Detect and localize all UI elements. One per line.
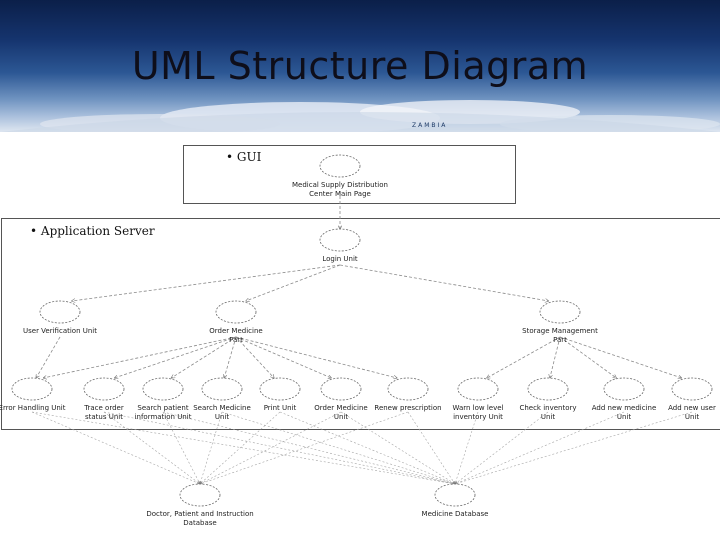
node-error: Error Handling Unit xyxy=(0,378,66,412)
db-edge-search_med-doctor_db xyxy=(200,412,222,484)
node-label: Unit xyxy=(541,413,556,421)
db-edge-print-med_db xyxy=(280,412,455,484)
db-edge-order_med_unit-med_db xyxy=(341,412,455,484)
node-label: Storage Management xyxy=(522,327,598,335)
node-label: Warn low level xyxy=(452,404,503,412)
node-label: Trace order xyxy=(83,404,124,412)
edge-order_med_part-trace_order xyxy=(114,337,236,378)
node-label: Add new medicine xyxy=(592,404,657,412)
db-edge-print-doctor_db xyxy=(200,412,280,484)
node-label: Order Medicine xyxy=(209,327,262,335)
db-edge-trace_order-doctor_db xyxy=(104,412,200,484)
usecase-ellipse xyxy=(458,378,498,400)
usecase-ellipse xyxy=(320,155,360,177)
node-label: Center Main Page xyxy=(309,190,371,198)
node-label: Renew prescription xyxy=(374,404,441,412)
node-label: Database xyxy=(183,519,216,527)
node-label: Medicine Database xyxy=(422,510,489,518)
node-label: Login Unit xyxy=(322,255,358,263)
db-edge-error-med_db xyxy=(32,412,455,484)
node-label: Error Handling Unit xyxy=(0,404,66,412)
edge-storage_mgmt-add_med xyxy=(560,337,616,378)
edge-storage_mgmt-add_user xyxy=(560,337,682,378)
node-label: Part xyxy=(229,336,243,344)
edge-order_med_part-error xyxy=(43,337,236,378)
db-edge-trace_order-med_db xyxy=(104,412,455,484)
node-label: status Unit xyxy=(85,413,123,421)
edge-login-storage_mgmt xyxy=(340,265,549,301)
usecase-ellipse xyxy=(12,378,52,400)
node-label: Doctor, Patient and Instruction xyxy=(146,510,253,518)
node-label: Print Unit xyxy=(264,404,297,412)
db-edge-add_med-med_db xyxy=(455,412,624,484)
db-edge-renew-doctor_db xyxy=(200,412,408,484)
db-edge-search_patient-doctor_db xyxy=(163,412,200,484)
usecase-ellipse xyxy=(388,378,428,400)
usecase-ellipse xyxy=(320,229,360,251)
node-login: Login Unit xyxy=(320,229,360,263)
edge-storage_mgmt-warn_low xyxy=(487,337,560,378)
usecase-ellipse xyxy=(672,378,712,400)
usecase-ellipse xyxy=(216,301,256,323)
db-edge-order_med_unit-doctor_db xyxy=(200,412,341,484)
usecase-ellipse xyxy=(540,301,580,323)
usecase-ellipse xyxy=(528,378,568,400)
node-user_verif: User Verification Unit xyxy=(23,301,97,335)
edge-user_verif-error xyxy=(36,337,60,378)
node-label: Add new user xyxy=(668,404,716,412)
db-edge-search_med-med_db xyxy=(222,412,455,484)
node-renew: Renew prescription xyxy=(374,378,441,412)
node-label: Check inventory xyxy=(519,404,576,412)
node-print: Print Unit xyxy=(260,378,300,412)
usecase-ellipse xyxy=(40,301,80,323)
node-label: Search patient xyxy=(137,404,188,412)
db-edge-error-doctor_db xyxy=(32,412,200,484)
node-label: inventory Unit xyxy=(453,413,503,421)
usecase-ellipse xyxy=(143,378,183,400)
usecase-ellipse xyxy=(604,378,644,400)
node-label: User Verification Unit xyxy=(23,327,97,335)
node-label: Unit xyxy=(685,413,700,421)
node-med_db: Medicine Database xyxy=(422,484,489,518)
node-trace_order: Trace orderstatus Unit xyxy=(83,378,124,421)
usecase-ellipse xyxy=(202,378,242,400)
node-label: Unit xyxy=(215,413,230,421)
usecase-ellipse xyxy=(435,484,475,506)
node-label: Part xyxy=(553,336,567,344)
db-edge-check_inv-med_db xyxy=(455,412,548,484)
usecase-ellipse xyxy=(84,378,124,400)
node-label: Unit xyxy=(617,413,632,421)
usecase-ellipse xyxy=(260,378,300,400)
edge-order_med_part-order_med_unit xyxy=(236,337,331,378)
db-edge-add_user-med_db xyxy=(455,412,692,484)
db-edge-search_patient-med_db xyxy=(163,412,455,484)
db-edge-warn_low-med_db xyxy=(455,412,478,484)
edge-login-user_verif xyxy=(72,265,340,301)
usecase-ellipse xyxy=(321,378,361,400)
node-label: Unit xyxy=(334,413,349,421)
edge-login-order_med_part xyxy=(246,265,340,301)
node-label: Order Medicine xyxy=(314,404,367,412)
node-label: Search Medicine xyxy=(193,404,251,412)
usecase-ellipse xyxy=(180,484,220,506)
db-edge-renew-med_db xyxy=(408,412,455,484)
node-label: Medical Supply Distribution xyxy=(292,181,388,189)
node-label: information Unit xyxy=(135,413,192,421)
